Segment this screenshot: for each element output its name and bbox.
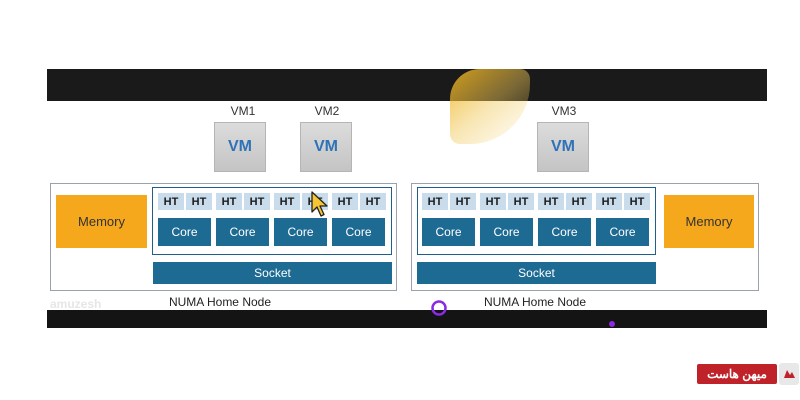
core-block: Core [332,218,385,246]
vm2-box: VM [300,122,352,172]
core-block: Core [596,218,649,246]
vm3-box: VM [537,122,589,172]
numa-node-label-1: NUMA Home Node [168,295,272,309]
core-block: Core [158,218,211,246]
ht-thread: HT [422,193,448,210]
ht-thread: HT [566,193,592,210]
vm3-label: VM3 [551,104,577,118]
vm1-box: VM [214,122,266,172]
ht-thread: HT [596,193,622,210]
ht-thread: HT [360,193,386,210]
socket-bar-1: Socket [153,262,392,284]
ht-thread: HT [274,193,300,210]
video-top-bar [47,69,767,101]
cursor-arrow-icon [311,191,328,217]
ht-thread: HT [244,193,270,210]
socket-bar-2: Socket [417,262,656,284]
memory-block-1: Memory [56,195,147,248]
core-block: Core [538,218,591,246]
core-block: Core [480,218,533,246]
core-block: Core [216,218,269,246]
light-glare [450,69,530,144]
brand-logo-icon [779,363,799,385]
socket-frame-1 [152,187,392,255]
numa-node-label-2: NUMA Home Node [483,295,587,309]
ht-thread: HT [450,193,476,210]
socket-frame-2 [417,187,656,255]
ht-thread: HT [538,193,564,210]
ht-thread: HT [624,193,650,210]
ht-thread: HT [332,193,358,210]
video-bottom-bar [47,310,767,328]
ht-thread: HT [480,193,506,210]
vm1-label: VM1 [230,104,256,118]
core-block: Core [422,218,475,246]
core-block: Core [274,218,327,246]
ht-thread: HT [186,193,212,210]
ht-thread: HT [158,193,184,210]
ht-thread: HT [216,193,242,210]
watermark-text: amuzesh [50,297,102,311]
vm2-label: VM2 [314,104,340,118]
ht-thread: HT [508,193,534,210]
dot-marker-icon [609,321,615,327]
memory-block-2: Memory [664,195,754,248]
circle-marker-icon [431,300,447,316]
brand-badge: میهن هاست [697,364,777,384]
